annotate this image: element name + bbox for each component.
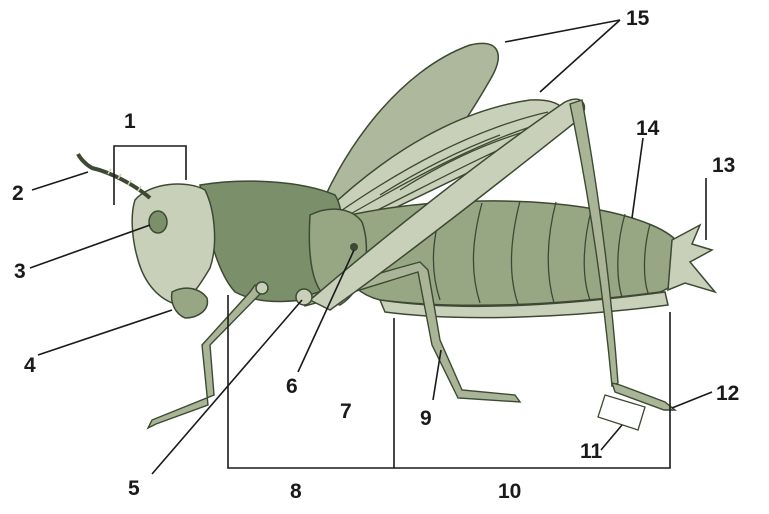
label-10: 10	[498, 480, 521, 503]
hind-leg-knee	[296, 289, 312, 305]
label-8: 8	[290, 480, 302, 503]
leg-joint	[256, 282, 268, 294]
label-15: 15	[626, 7, 650, 30]
label-3: 3	[14, 260, 26, 283]
compound-eye	[149, 211, 167, 233]
label-12: 12	[716, 382, 739, 405]
label-6: 6	[286, 375, 298, 398]
tympanum	[350, 243, 358, 251]
label-1: 1	[124, 110, 136, 133]
label-7: 7	[340, 400, 352, 423]
head	[132, 184, 214, 305]
label-4: 4	[24, 354, 36, 377]
label-14: 14	[636, 117, 660, 140]
label-9: 9	[420, 407, 432, 430]
label-2: 2	[12, 182, 24, 205]
label-5: 5	[128, 477, 140, 500]
ovipositor	[668, 225, 715, 292]
label-13: 13	[712, 154, 735, 177]
label-11: 11	[580, 440, 603, 463]
mouthparts	[172, 288, 208, 318]
